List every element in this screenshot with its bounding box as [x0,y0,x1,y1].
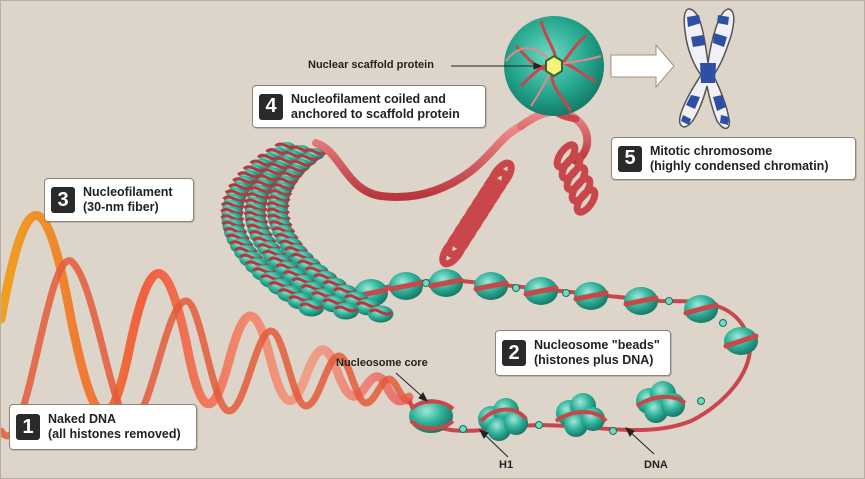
fiber-dna-wrap [221,220,246,228]
callout-nucleosome-beads: 2 Nucleosome "beads"(histones plus DNA) [495,330,671,376]
nucleosome-bead-row [353,269,759,355]
nucleosome-beads-string [353,269,759,441]
callout-subtitle: (histones plus DNA) [534,353,654,367]
callout-title: Nucleofilament coiled and [291,91,446,106]
step-number: 3 [51,187,75,213]
naked-dna-helix [1,211,414,439]
fiber-dna-wrap [266,195,291,203]
callout-title: Nucleofilament [83,185,173,199]
fiber-dna-wrap [278,239,304,247]
callout-nucleofilament: 3 Nucleofilament(30-nm fiber) [44,178,194,222]
fiber-dna-wrap [244,198,269,206]
fiber-dna-wrap [303,148,328,156]
h1-label: H1 [499,459,514,471]
fiber-dna-wrap [295,154,320,162]
histone-cluster [635,381,687,423]
arrow-to-chromosome-icon [610,43,675,89]
step-number: 4 [259,93,283,120]
step-number: 1 [16,414,40,440]
fiber-dna-wrap [244,217,269,225]
fiber-dna-wrap [225,233,250,241]
fiber-dna-wrap [229,240,254,248]
h1-linker-dots [422,279,727,435]
fiber-dna-wrap [245,192,270,200]
callout-subtitle: (all histones removed) [48,427,181,441]
callout-title: Nucleosome "beads" [534,338,660,352]
fiber-dna-wrap [261,249,286,257]
fiber-dna-wrap [283,165,308,173]
callout-subtitle: (highly condensed chromatin) [650,158,829,173]
callout-naked-dna: 1 Naked DNA(all histones removed) [9,404,197,450]
mitotic-chromosome [679,8,735,130]
nucleofilament-30nm-fiber [220,142,394,323]
fiber-dna-wrap [268,189,293,197]
dna-label: DNA [644,459,668,471]
nuclear-scaffold-protein-label: Nuclear scaffold protein [308,59,434,71]
step-number: 2 [502,340,526,366]
fiber-dna-wrap [273,177,299,185]
fiber-dna-wrap [238,253,264,261]
leader-lines [395,62,655,458]
callout-title: Mitotic chromosome [650,143,773,158]
fiber-dna-wrap [252,236,277,244]
coil-loop [439,234,467,268]
fiber-dna-wrap [224,189,249,197]
callout-title: Naked DNA [48,412,117,426]
nucleosome-core-label: Nucleosome core [336,357,428,369]
fiber-dna-wrap [268,220,293,228]
fiber-dna-wrap [243,204,268,212]
fiber-dna-wrap [299,302,324,310]
fiber-dna-wrap [223,227,248,235]
fiber-dna-wrap [243,211,268,218]
fiber-dna-wrap [220,214,245,222]
fiber-dna-wrap [278,171,303,179]
fiber-dna-wrap [368,308,393,316]
nucleosome-core [409,399,455,433]
fiber-dna-wrap [220,208,245,215]
histone-cluster [478,398,528,441]
callout-subtitle: (30-nm fiber) [83,200,159,214]
fiber-dna-wrap [271,226,296,234]
fiber-dna-wrap [246,223,271,231]
fiber-dna-wrap [266,214,291,221]
fiber-dna-wrap [265,201,290,209]
fiber-dna-wrap [284,246,309,254]
step-number: 5 [618,145,642,172]
coiled-nucleofilament [312,92,599,268]
coil-loop [553,141,579,171]
fiber-dna-wrap [265,207,290,215]
fiber-dna-wrap [248,230,273,238]
fiber-dna-wrap [222,195,247,203]
fiber-dna-wrap [274,233,299,241]
fiber-dna-wrap [220,201,245,209]
callout-subtitle: anchored to scaffold protein [291,106,460,121]
histone-cluster [554,393,608,437]
fiber-dna-wrap [256,243,281,251]
fiber-dna-wrap [289,159,314,167]
fiber-dna-wrap [233,246,258,254]
fiber-dna-wrap [333,305,359,313]
callout-mitotic-chromosome: 5 Mitotic chromosome(highly condensed ch… [611,137,856,180]
nuclear-scaffold-sphere [504,16,604,116]
fiber-dna-wrap [270,183,295,191]
